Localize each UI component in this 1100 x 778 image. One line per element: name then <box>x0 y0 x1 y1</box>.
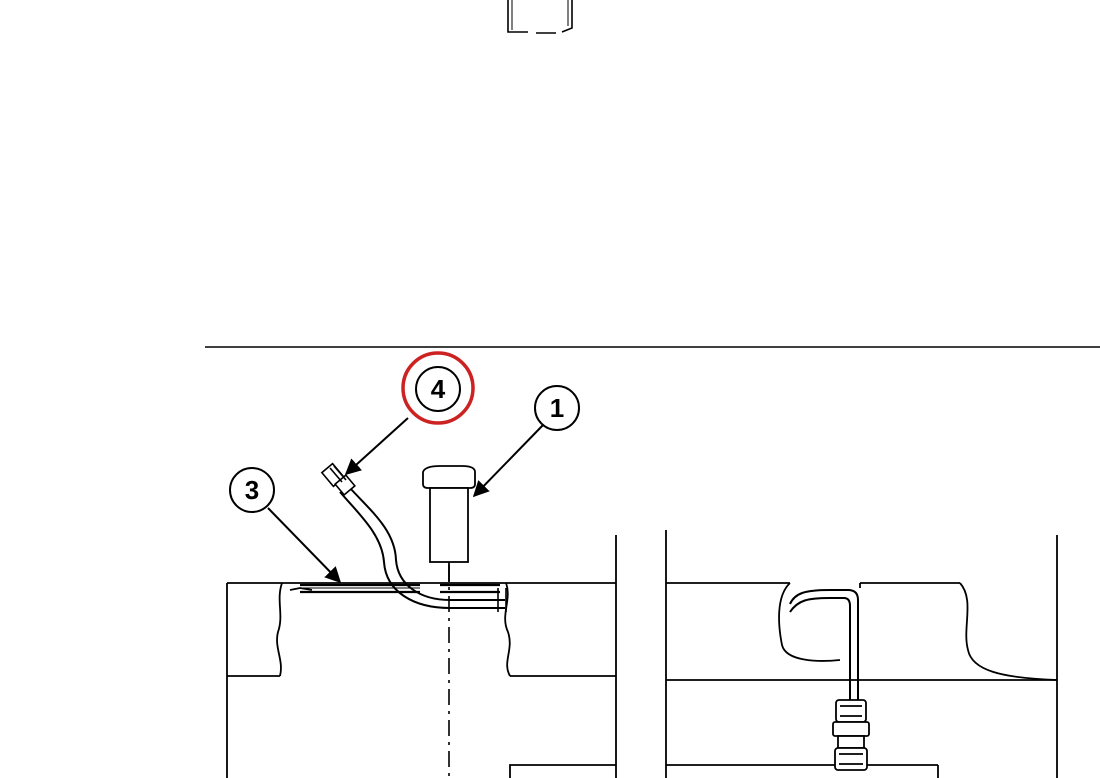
callout-1-label: 1 <box>550 393 564 423</box>
right-fitting <box>832 699 870 771</box>
bent-tube <box>339 487 507 612</box>
left-block-section <box>226 535 617 778</box>
callout-3-label: 3 <box>245 475 259 505</box>
right-block-section <box>665 530 1058 778</box>
callout-3: 3 <box>229 467 275 513</box>
callout-4-label: 4 <box>431 374 446 404</box>
installer-tool <box>422 465 476 582</box>
dashed-box-fragment <box>507 0 573 34</box>
leader-1 <box>472 423 545 498</box>
highlight-circle <box>401 351 475 425</box>
callout-4: 4 <box>401 351 475 425</box>
leader-3 <box>267 507 342 584</box>
callout-1: 1 <box>534 385 580 431</box>
leader-lines <box>267 417 545 584</box>
leader-4 <box>344 417 409 476</box>
drilled-passage <box>300 583 500 594</box>
right-tube <box>789 589 859 700</box>
tube-fitting <box>320 462 356 496</box>
